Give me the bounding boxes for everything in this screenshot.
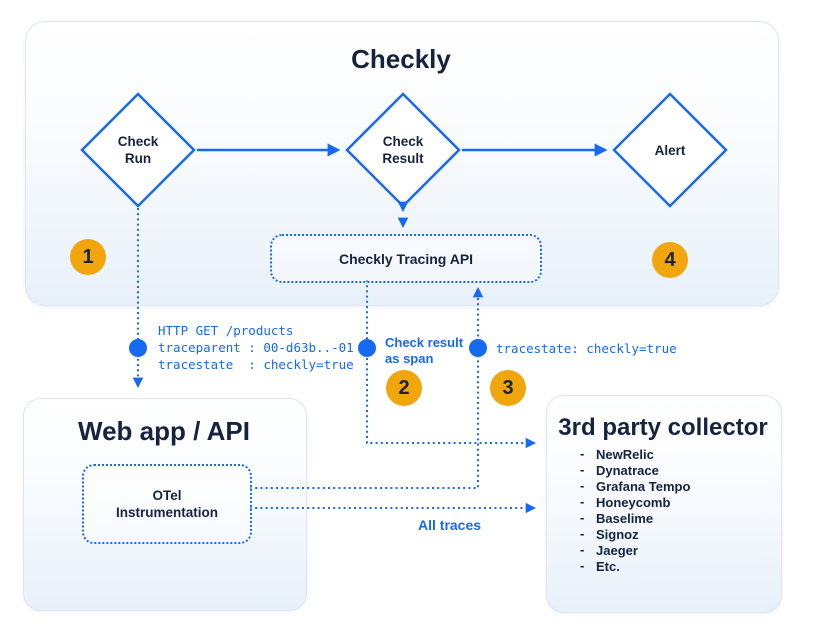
list-item: Signoz [580, 526, 690, 543]
list-item: Baselime [580, 510, 690, 527]
tracestate-annotation: tracestate: checkly=true [496, 341, 677, 356]
check-result-label: Check Result [382, 134, 424, 166]
connector-otel-to-tracing-api [250, 286, 484, 489]
list-item: Dynatrace [580, 462, 690, 479]
list-item: Honeycomb [580, 494, 690, 511]
check-result-as-span-annotation: Check result as span [385, 335, 464, 366]
trace-point-3-dot [469, 339, 487, 357]
step-badge-2: 2 [386, 370, 422, 406]
checkly-tracing-api-box: Checkly Tracing API [270, 234, 542, 283]
list-item: Grafana Tempo [580, 478, 690, 495]
all-traces-annotation: All traces [418, 517, 482, 533]
collector-vendor-list: NewRelic Dynatrace Grafana Tempo Honeyco… [580, 446, 690, 575]
check-run-label: Check Run [117, 134, 159, 166]
alert-diamond [612, 92, 728, 208]
collector-panel-title: 3rd party collector [558, 414, 768, 441]
step-badge-3: 3 [490, 370, 526, 406]
checkly-panel-title: Checkly [351, 44, 451, 74]
step-badge-1: 1 [70, 239, 106, 275]
step-badge-4: 4 [652, 242, 688, 278]
alert-label: Alert [654, 142, 686, 158]
list-item: Etc. [580, 558, 690, 575]
trace-point-1-dot [129, 339, 147, 357]
connector-tracing-api-to-collector [366, 280, 537, 449]
web-app-panel [23, 398, 307, 611]
http-request-annotation: HTTP GET /products traceparent : 00-d63b… [158, 323, 354, 372]
list-item: NewRelic [580, 446, 690, 463]
list-item: Jaeger [580, 542, 690, 559]
trace-point-2-dot [358, 339, 376, 357]
web-app-panel-title: Web app / API [78, 416, 250, 446]
check-run-diamond [80, 92, 196, 208]
otel-instrumentation-box: OTel Instrumentation [82, 464, 252, 544]
